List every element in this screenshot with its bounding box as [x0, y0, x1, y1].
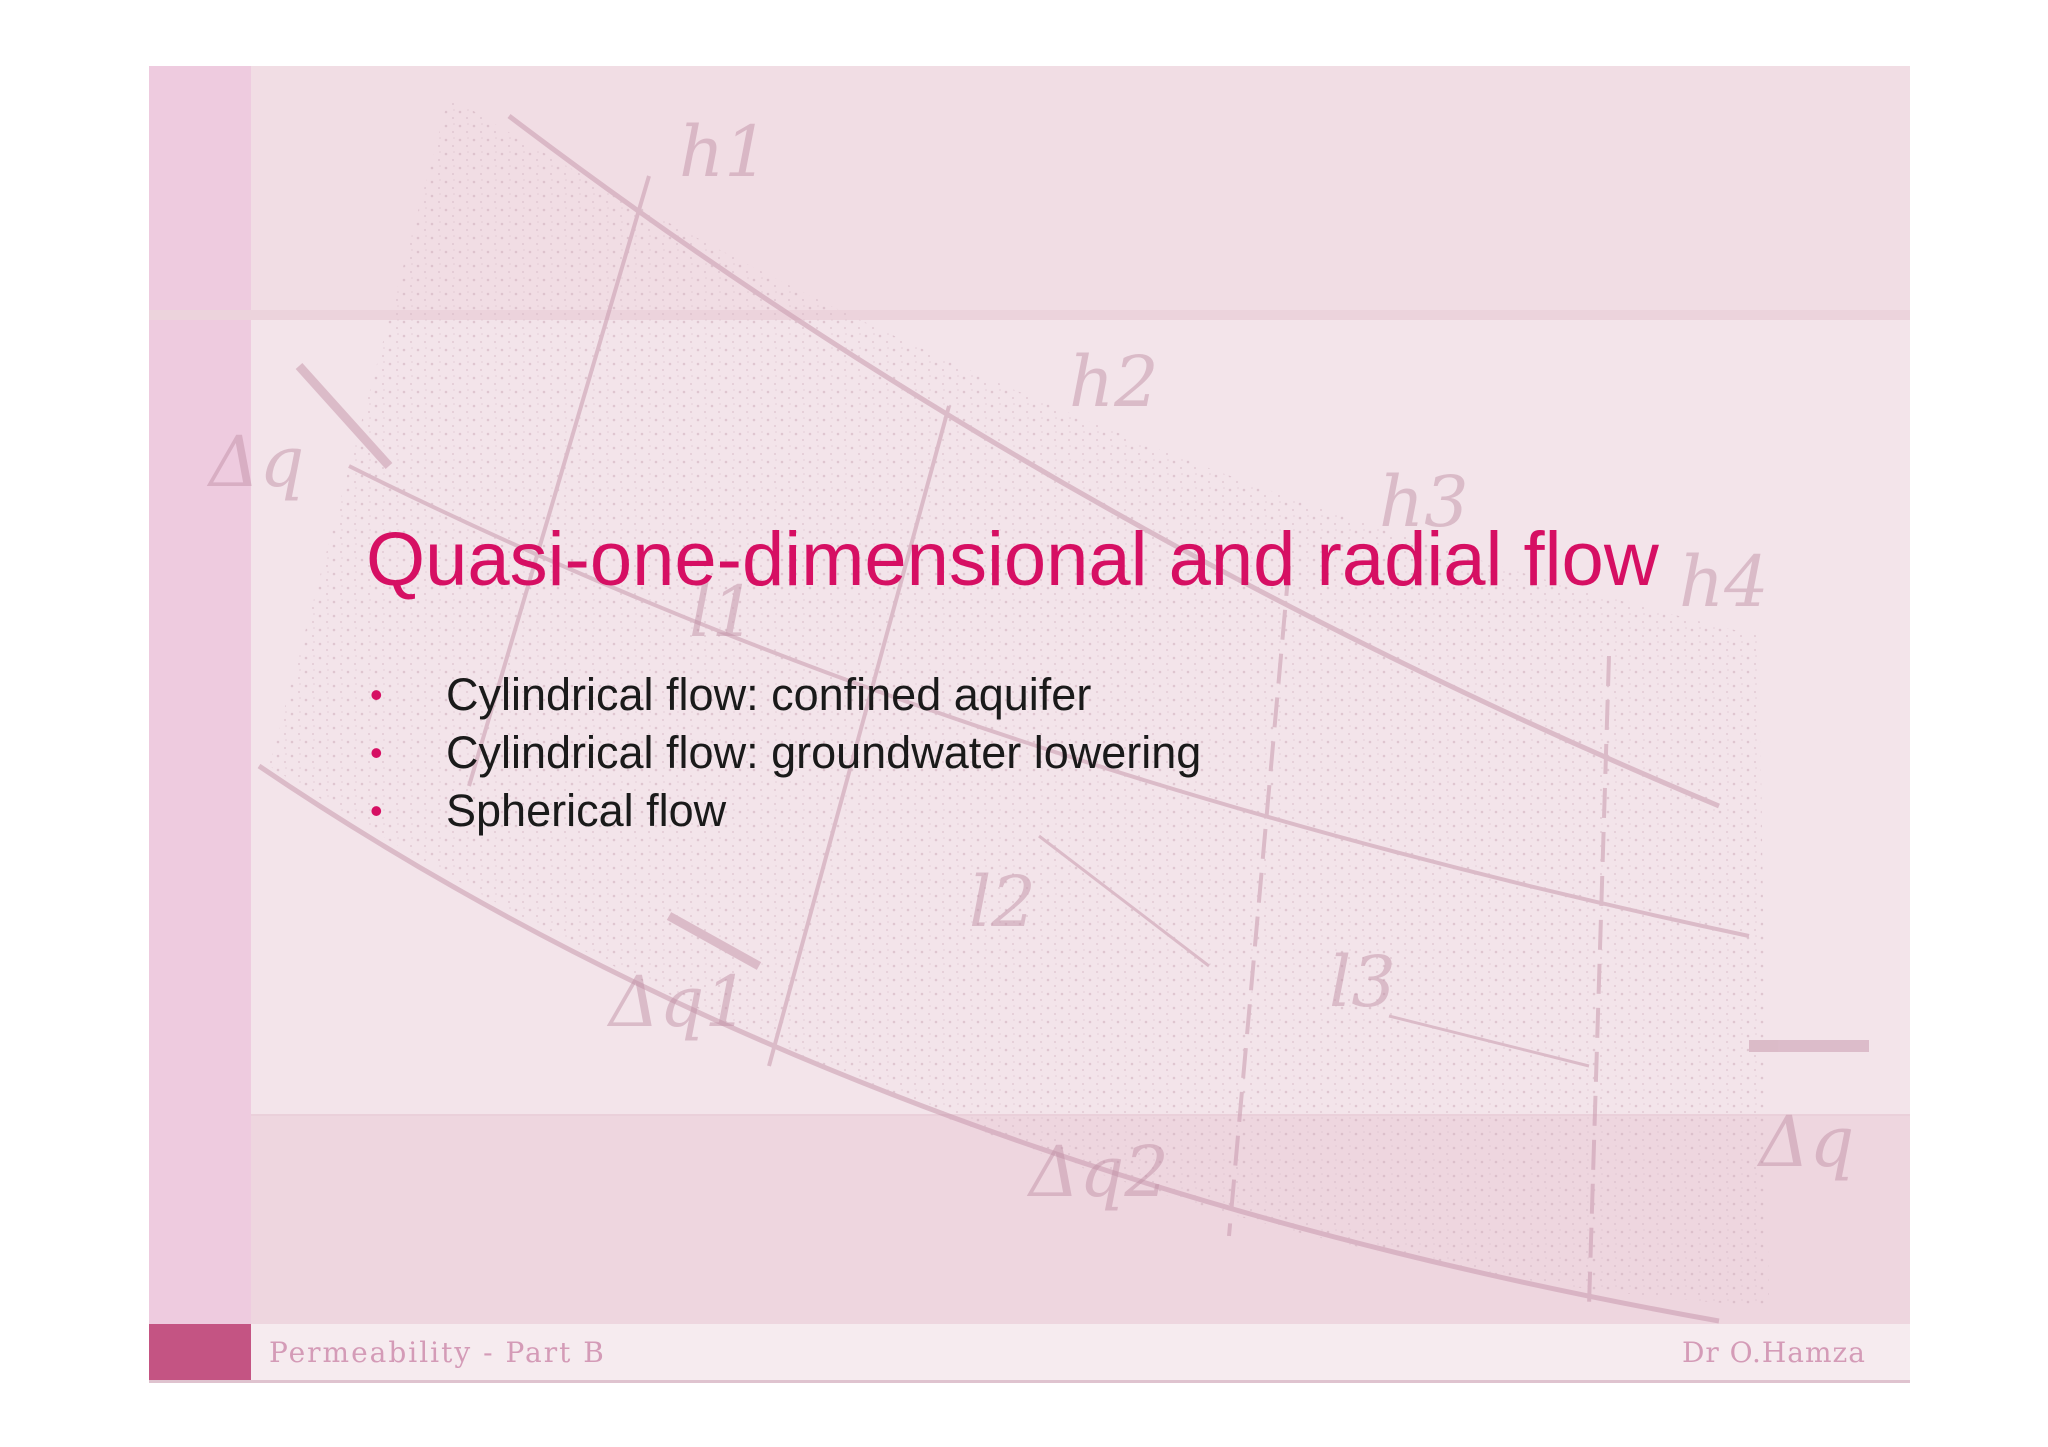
slide: h1 h2 h3 h4 Δq l1 l2 l3 Δq1 Δq2 Δq Quasi…	[149, 66, 1910, 1383]
label-l2: l2	[969, 861, 1036, 943]
label-h4: h4	[1679, 541, 1769, 623]
label-delta-q1: Δq1	[606, 961, 749, 1043]
label-l3: l3	[1329, 941, 1396, 1023]
list-item: • Cylindrical flow: groundwater lowering	[366, 724, 1201, 782]
label-delta-q-right: Δq	[1756, 1101, 1854, 1183]
label-delta-q2: Δq2	[1026, 1131, 1169, 1213]
bullet-icon: •	[370, 732, 383, 773]
footer-course-title: Permeability - Part B	[269, 1336, 606, 1369]
slide-title: Quasi-one-dimensional and radial flow	[366, 517, 1659, 602]
footer-accent-block	[149, 1324, 251, 1380]
label-h2: h2	[1069, 341, 1159, 423]
bullet-icon: •	[370, 674, 383, 715]
footer-author: Dr O.Hamza	[1681, 1336, 1866, 1369]
list-item-text: Cylindrical flow: confined aquifer	[446, 669, 1092, 720]
flow-net-background-illustration: h1 h2 h3 h4 Δq l1 l2 l3 Δq1 Δq2 Δq	[206, 96, 1869, 1324]
left-color-strip	[149, 66, 251, 1383]
slide-footer: Permeability - Part B Dr O.Hamza	[149, 1324, 1910, 1383]
label-h1: h1	[679, 111, 769, 193]
bullet-icon: •	[370, 790, 383, 831]
label-delta-q-left: Δq	[206, 421, 304, 503]
bullet-list: • Cylindrical flow: confined aquifer • C…	[366, 666, 1201, 840]
list-item: • Cylindrical flow: confined aquifer	[366, 666, 1201, 724]
top-band-divider	[149, 310, 1910, 320]
list-item-text: Cylindrical flow: groundwater lowering	[446, 727, 1202, 778]
list-item-text: Spherical flow	[446, 785, 727, 836]
list-item: • Spherical flow	[366, 782, 1201, 840]
label-l1: l1	[689, 571, 756, 653]
label-h3: h3	[1379, 461, 1469, 543]
